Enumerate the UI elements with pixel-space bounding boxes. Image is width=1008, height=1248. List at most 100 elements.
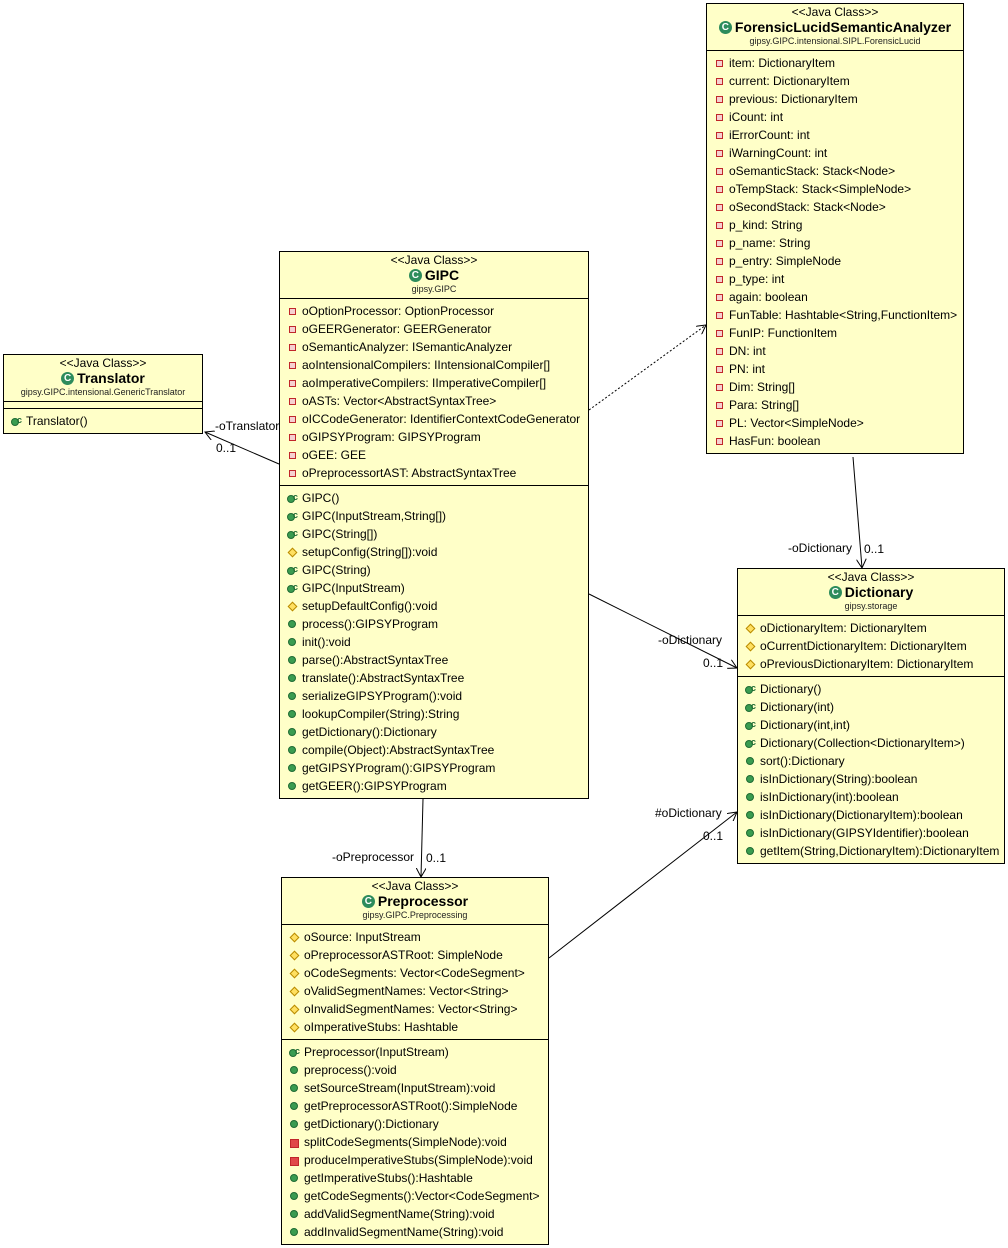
method-row[interactable]: getItem(String,DictionaryItem):Dictionar… xyxy=(738,842,1004,860)
attribute-row[interactable]: oInvalidSegmentNames: Vector<String> xyxy=(282,1000,548,1018)
attribute-row[interactable]: oSource: InputStream xyxy=(282,928,548,946)
attribute-row[interactable]: FunTable: Hashtable<String,FunctionItem> xyxy=(707,306,963,324)
method-row[interactable]: init():void xyxy=(280,633,588,651)
attribute-row[interactable]: PN: int xyxy=(707,360,963,378)
attribute-row[interactable]: p_type: int xyxy=(707,270,963,288)
attribute-row[interactable]: again: boolean xyxy=(707,288,963,306)
attribute-row[interactable]: p_kind: String xyxy=(707,216,963,234)
method-row[interactable]: parse():AbstractSyntaxTree xyxy=(280,651,588,669)
method-row[interactable]: setupDefaultConfig():void xyxy=(280,597,588,615)
attribute-row[interactable]: oSemanticAnalyzer: ISemanticAnalyzer xyxy=(280,338,588,356)
method-row[interactable]: getPreprocessorASTRoot():SimpleNode xyxy=(282,1097,548,1115)
method-row[interactable]: addInvalidSegmentName(String):void xyxy=(282,1223,548,1241)
method-row[interactable]: isInDictionary(int):boolean xyxy=(738,788,1004,806)
method-row[interactable]: produceImperativeStubs(SimpleNode):void xyxy=(282,1151,548,1169)
method-row[interactable]: GIPC(String) xyxy=(280,560,588,579)
method-row[interactable]: setSourceStream(InputStream):void xyxy=(282,1079,548,1097)
method-row[interactable]: isInDictionary(DictionaryItem):boolean xyxy=(738,806,1004,824)
method-row[interactable]: GIPC(InputStream,String[]) xyxy=(280,506,588,525)
method-row[interactable]: Dictionary() xyxy=(738,679,1004,698)
attribute-row[interactable]: oPreprocessortAST: AbstractSyntaxTree xyxy=(280,464,588,482)
attribute-row[interactable]: oSecondStack: Stack<Node> xyxy=(707,198,963,216)
method-row[interactable]: Dictionary(int,int) xyxy=(738,715,1004,734)
attribute-row[interactable]: oDictionaryItem: DictionaryItem xyxy=(738,619,1004,637)
class-package: gipsy.storage xyxy=(844,601,898,611)
attribute-row[interactable]: iErrorCount: int xyxy=(707,126,963,144)
method-row[interactable]: getGIPSYProgram():GIPSYProgram xyxy=(280,759,588,777)
method-row[interactable]: GIPC(InputStream) xyxy=(280,578,588,597)
member-text: getPreprocessorASTRoot():SimpleNode xyxy=(304,1099,518,1113)
attribute-row[interactable]: iWarningCount: int xyxy=(707,144,963,162)
member-text: translate():AbstractSyntaxTree xyxy=(302,671,465,685)
method-row[interactable]: GIPC() xyxy=(280,488,588,507)
attribute-row[interactable]: oCurrentDictionaryItem: DictionaryItem xyxy=(738,637,1004,655)
method-row[interactable]: Dictionary(int) xyxy=(738,697,1004,716)
public-method-icon xyxy=(288,1208,300,1220)
method-row[interactable]: Dictionary(Collection<DictionaryItem>) xyxy=(738,733,1004,752)
attribute-row[interactable]: p_entry: SimpleNode xyxy=(707,252,963,270)
member-text: oOptionProcessor: OptionProcessor xyxy=(302,304,495,318)
attribute-row[interactable]: oGEERGenerator: GEERGenerator xyxy=(280,320,588,338)
attribute-row[interactable]: oCodeSegments: Vector<CodeSegment> xyxy=(282,964,548,982)
method-row[interactable]: sort():Dictionary xyxy=(738,752,1004,770)
method-row[interactable]: Preprocessor(InputStream) xyxy=(282,1042,548,1061)
method-row[interactable]: serializeGIPSYProgram():void xyxy=(280,687,588,705)
public-method-icon xyxy=(286,744,298,756)
attribute-row[interactable]: HasFun: boolean xyxy=(707,432,963,450)
class-package: gipsy.GIPC.Preprocessing xyxy=(362,910,468,920)
method-row[interactable]: getDictionary():Dictionary xyxy=(282,1115,548,1133)
public-method-icon xyxy=(288,1064,300,1076)
attribute-row[interactable]: oValidSegmentNames: Vector<String> xyxy=(282,982,548,1000)
method-row[interactable]: setupConfig(String[]):void xyxy=(280,543,588,561)
attribute-row[interactable]: current: DictionaryItem xyxy=(707,72,963,90)
attribute-row[interactable]: oImperativeStubs: Hashtable xyxy=(282,1018,548,1036)
attribute-row[interactable]: oPreprocessorASTRoot: SimpleNode xyxy=(282,946,548,964)
method-row[interactable]: compile(Object):AbstractSyntaxTree xyxy=(280,741,588,759)
attribute-row[interactable]: aoImperativeCompilers: IImperativeCompil… xyxy=(280,374,588,392)
method-row[interactable]: Translator() xyxy=(4,411,202,430)
method-row[interactable]: getGEER():GIPSYProgram xyxy=(280,777,588,795)
method-row[interactable]: isInDictionary(String):boolean xyxy=(738,770,1004,788)
member-text: setupDefaultConfig():void xyxy=(302,599,438,613)
attribute-row[interactable]: Para: String[] xyxy=(707,396,963,414)
attribute-row[interactable]: item: DictionaryItem xyxy=(707,54,963,72)
attribute-row[interactable]: oSemanticStack: Stack<Node> xyxy=(707,162,963,180)
method-row[interactable]: isInDictionary(GIPSYIdentifier):boolean xyxy=(738,824,1004,842)
member-text: oCodeSegments: Vector<CodeSegment> xyxy=(304,966,525,980)
method-row[interactable]: preprocess():void xyxy=(282,1061,548,1079)
attribute-row[interactable]: oGEE: GEE xyxy=(280,446,588,464)
attribute-row[interactable]: DN: int xyxy=(707,342,963,360)
attribute-row[interactable]: p_name: String xyxy=(707,234,963,252)
attribute-row[interactable]: oTempStack: Stack<SimpleNode> xyxy=(707,180,963,198)
attribute-row[interactable]: Dim: String[] xyxy=(707,378,963,396)
member-text: PL: Vector<SimpleNode> xyxy=(729,416,864,430)
attribute-row[interactable]: aoIntensionalCompilers: IIntensionalComp… xyxy=(280,356,588,374)
attribute-row[interactable]: previous: DictionaryItem xyxy=(707,90,963,108)
method-row[interactable]: GIPC(String[]) xyxy=(280,524,588,543)
method-row[interactable]: getCodeSegments():Vector<CodeSegment> xyxy=(282,1187,548,1205)
attribute-row[interactable]: oASTs: Vector<AbstractSyntaxTree> xyxy=(280,392,588,410)
attribute-row[interactable]: FunIP: FunctionItem xyxy=(707,324,963,342)
method-row[interactable]: getImperativeStubs():Hashtable xyxy=(282,1169,548,1187)
attribute-row[interactable]: oICCodeGenerator: IdentifierContextCodeG… xyxy=(280,410,588,428)
method-row[interactable]: process():GIPSYProgram xyxy=(280,615,588,633)
method-row[interactable]: translate():AbstractSyntaxTree xyxy=(280,669,588,687)
private-field-icon xyxy=(713,309,725,321)
attribute-row[interactable]: oGIPSYProgram: GIPSYProgram xyxy=(280,428,588,446)
member-text: oGEE: GEE xyxy=(302,448,367,462)
attribute-row[interactable]: iCount: int xyxy=(707,108,963,126)
method-row[interactable]: getDictionary():Dictionary xyxy=(280,723,588,741)
attribute-row[interactable]: PL: Vector<SimpleNode> xyxy=(707,414,963,432)
method-row[interactable]: splitCodeSegments(SimpleNode):void xyxy=(282,1133,548,1151)
attribute-row[interactable]: oPreviousDictionaryItem: DictionaryItem xyxy=(738,655,1004,673)
attribute-row[interactable]: oOptionProcessor: OptionProcessor xyxy=(280,302,588,320)
class-stereotype: <<Java Class>> xyxy=(791,5,879,19)
method-row[interactable]: addValidSegmentName(String):void xyxy=(282,1205,548,1223)
method-row[interactable]: lookupCompiler(String):String xyxy=(280,705,588,723)
